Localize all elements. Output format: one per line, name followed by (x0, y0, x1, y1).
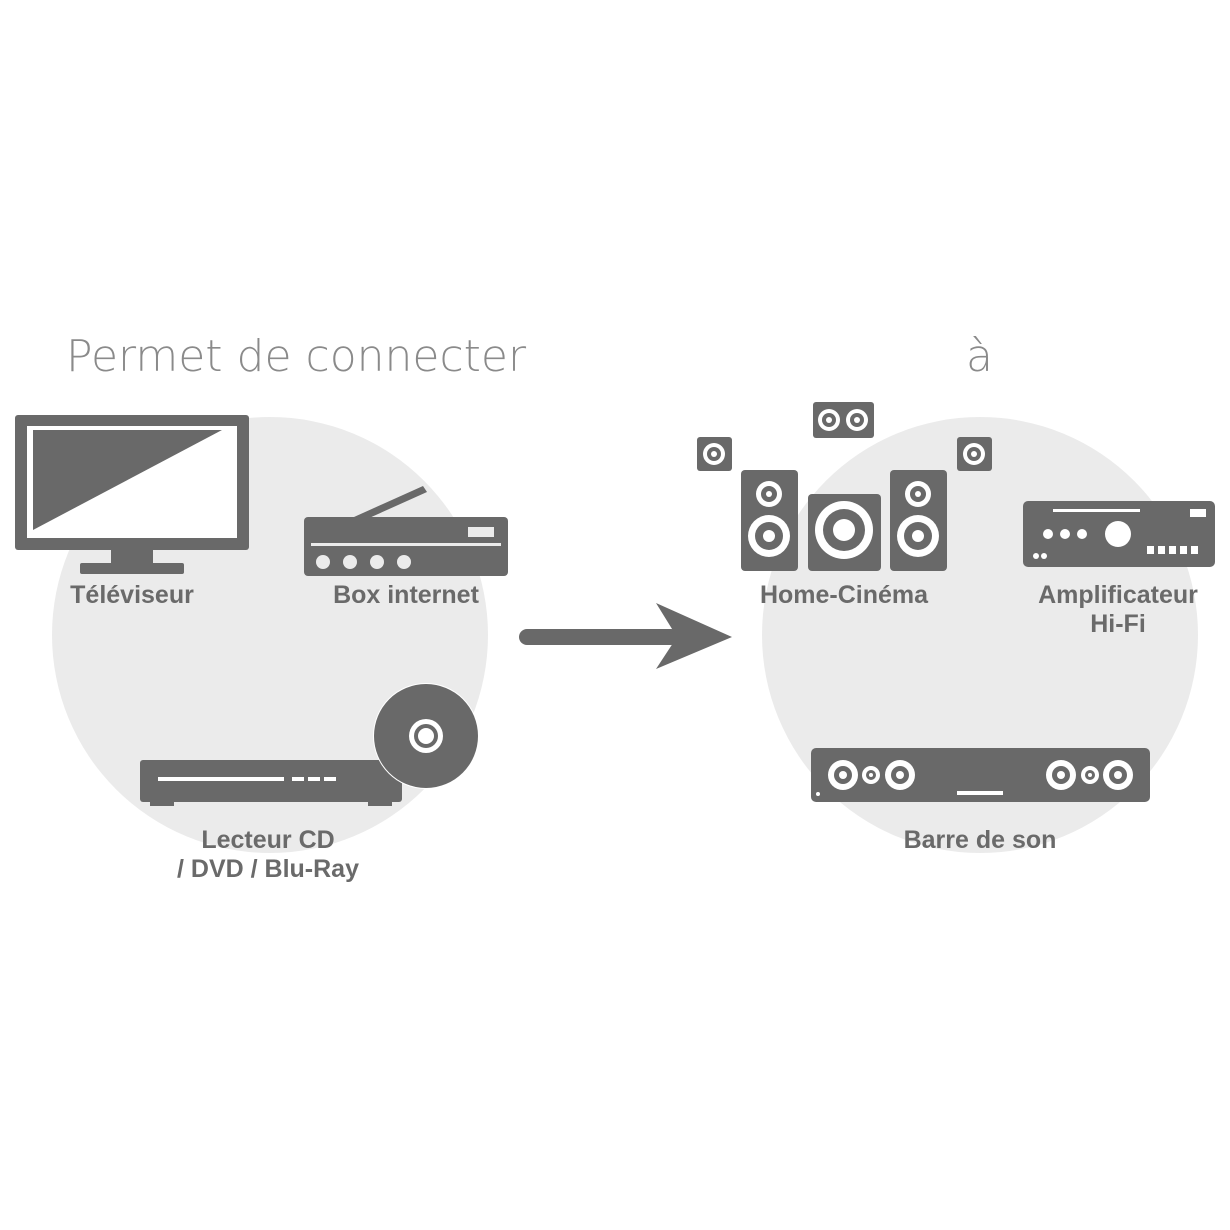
home-cinema-icon (697, 402, 992, 571)
box-label: Box internet (333, 581, 479, 609)
internet-box-icon (304, 486, 508, 576)
amp-label: Amplificateur Hi-Fi (1018, 581, 1218, 639)
tv-icon (15, 415, 249, 574)
amplifier-icon (1023, 501, 1215, 567)
left-title: Permet de connecter (66, 331, 527, 382)
player-label: Lecteur CD / DVD / Blu-Ray (118, 826, 418, 884)
disc-player-icon (140, 683, 479, 806)
amp-label-line2: Hi-Fi (1090, 610, 1146, 638)
soundbar-icon (811, 748, 1150, 802)
right-title: à (966, 331, 993, 382)
amp-label-line1: Amplificateur (1038, 581, 1198, 609)
soundbar-label: Barre de son (903, 826, 1057, 854)
player-label-line1: Lecteur CD (201, 826, 335, 854)
player-label-line2: / DVD / Blu-Ray (177, 855, 359, 883)
home-cinema-label: Home-Cinéma (759, 581, 929, 609)
tv-label: Téléviseur (70, 581, 194, 609)
arrow-right-icon (519, 603, 732, 669)
